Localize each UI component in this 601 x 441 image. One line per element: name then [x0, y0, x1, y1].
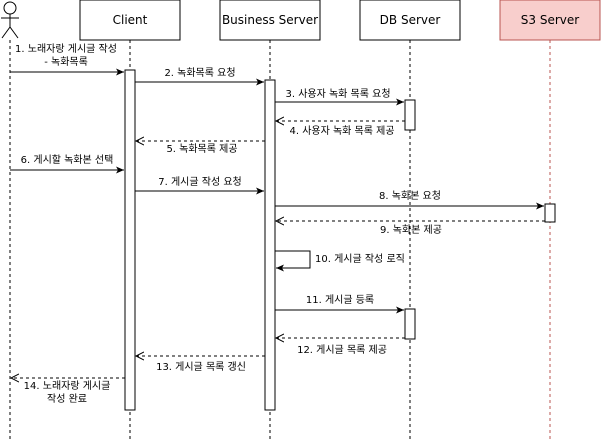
message-6-label: 6. 게시할 녹화본 선택 — [21, 154, 114, 166]
db-participant: DB Server — [359, 0, 461, 41]
message-10-arrow — [275, 250, 311, 272]
user-actor-icon — [1, 1, 19, 39]
db-activation-1 — [404, 99, 416, 131]
business-participant: Business Server — [219, 0, 321, 41]
message-1-label-line1: 1. 노래자랑 게시글 작성 — [15, 43, 117, 55]
db-activation-2 — [404, 308, 416, 340]
client-participant: Client — [79, 0, 181, 41]
db-label: DB Server — [380, 13, 441, 27]
client-activation — [124, 69, 136, 411]
message-13-label: 13. 게시글 목록 갱신 — [156, 361, 246, 373]
message-10-label: 10. 게시글 작성 로직 — [315, 253, 405, 265]
message-9-label: 9. 녹화본 제공 — [380, 224, 442, 236]
message-2-label: 2. 녹화목록 요청 — [164, 67, 235, 79]
message-3-label: 3. 사용자 녹화 목록 요청 — [285, 88, 390, 100]
message-12-label: 12. 게시글 목록 제공 — [297, 344, 387, 356]
s3-participant: S3 Server — [499, 0, 601, 41]
message-8-label: 8. 녹화본 요청 — [379, 190, 441, 202]
s3-activation — [544, 203, 556, 223]
message-5-label: 5. 녹화목록 제공 — [166, 143, 237, 155]
message-4-label: 4. 사용자 녹화 목록 제공 — [289, 125, 394, 137]
message-1-label-line2: - 녹화목록 — [44, 56, 88, 68]
message-14-label-line1: 14. 노래자랑 게시글 — [24, 380, 111, 392]
client-label: Client — [113, 13, 148, 27]
message-11-label: 11. 게시글 등록 — [306, 294, 374, 306]
message-14-label-line2: 작성 완료 — [47, 393, 87, 405]
business-activation — [264, 79, 276, 411]
s3-label: S3 Server — [521, 13, 579, 27]
message-7-label: 7. 게시글 작성 요청 — [158, 176, 241, 188]
business-label: Business Server — [222, 13, 318, 27]
